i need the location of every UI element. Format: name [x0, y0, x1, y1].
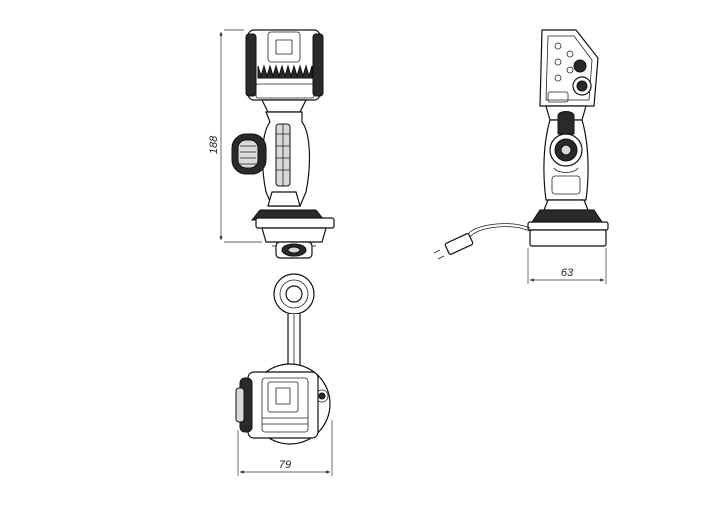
side-width-label: 63: [561, 267, 574, 279]
top-view: 79: [235, 273, 333, 476]
side-knob: [549, 111, 583, 173]
front-view: 188: [208, 29, 335, 259]
cable: [433, 223, 531, 260]
height-label: 188: [208, 135, 220, 154]
height-dimension: 188: [208, 29, 262, 243]
clamp-teeth: [257, 64, 313, 79]
tension-knob: [231, 133, 267, 175]
side-width-dimension: 63: [527, 248, 607, 284]
side-view: 63: [433, 29, 609, 284]
top-width-label: 79: [279, 459, 291, 471]
top-width-dimension: 79: [237, 420, 333, 476]
